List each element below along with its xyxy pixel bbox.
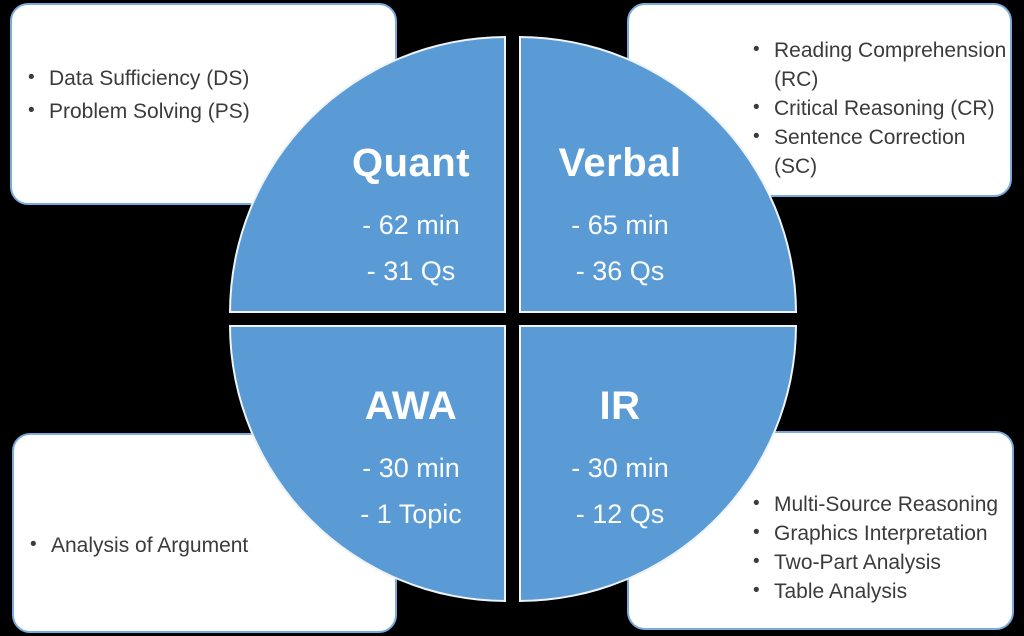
quadrant-title: IR [599,384,641,428]
list-item: Data Sufficiency (DS) [23,61,353,95]
list-item: Graphics Interpretation [748,518,1008,548]
quadrant-detail: - 30 min [571,453,669,483]
quadrant-title: Verbal [558,141,682,185]
quadrant-detail: - 31 Qs [366,256,456,286]
list-item: Problem Solving (PS) [23,94,353,128]
list-item: Critical Reasoning (CR) [748,93,1008,123]
quadrant-detail: - 30 min [362,453,460,483]
verbal-topics-list: Reading Comprehension (RC) Critical Reas… [748,35,1008,181]
quadrant-verbal-text: Verbal - 65 min - 36 Qs [521,140,719,300]
list-item: Analysis of Argument [25,529,355,561]
awa-topics-list: Analysis of Argument [25,529,355,561]
quadrant-detail: - 36 Qs [575,256,665,286]
quadrant-awa-text: AWA - 30 min - 1 Topic [318,383,504,543]
quadrant-quant-text: Quant - 62 min - 31 Qs [318,140,504,300]
list-item: Multi-Source Reasoning [748,489,1008,519]
list-item: Sentence Correction (SC) [748,122,1008,181]
quadrant-detail: - 1 Topic [360,499,462,529]
quadrant-title: AWA [364,384,458,428]
list-item: Two-Part Analysis [748,547,1008,577]
list-item: Table Analysis [748,576,1008,606]
quadrant-detail: - 65 min [571,210,669,240]
quadrant-detail: - 12 Qs [575,499,665,529]
quadrant-ir-text: IR - 30 min - 12 Qs [521,383,719,543]
quant-topics-list: Data Sufficiency (DS) Problem Solving (P… [23,61,353,128]
list-item: Reading Comprehension (RC) [748,35,1008,94]
quadrant-detail: - 62 min [362,210,460,240]
ir-topics-list: Multi-Source Reasoning Graphics Interpre… [748,489,1008,606]
quadrant-title: Quant [351,141,471,185]
